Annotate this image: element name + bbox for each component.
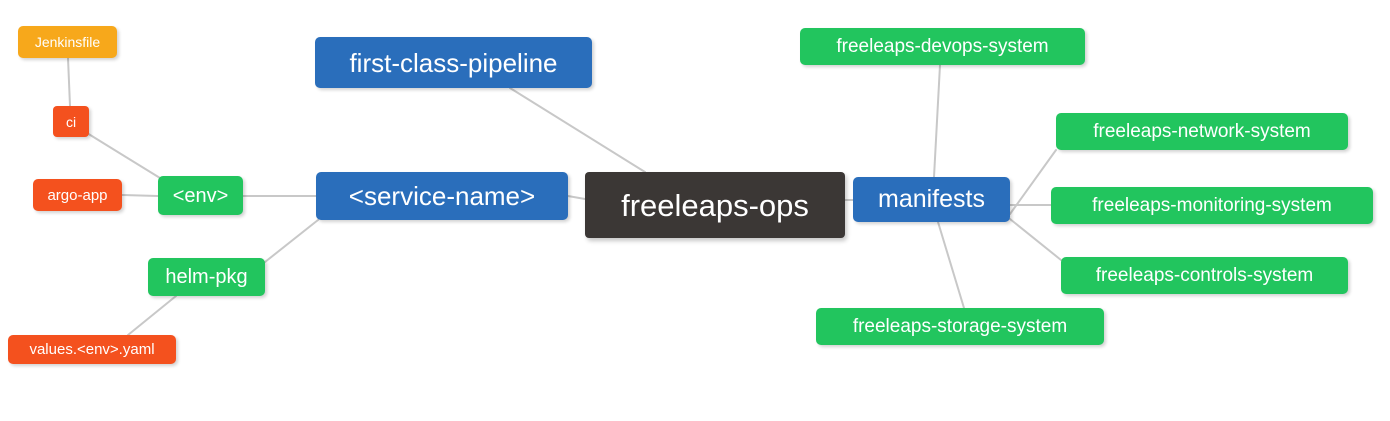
node-freeleaps-network-system[interactable]: freeleaps-network-system [1056,113,1348,150]
node-label: freeleaps-storage-system [852,316,1068,337]
node-label: manifests [878,185,985,213]
edge-helm-pkg-to-values-yaml [127,295,177,336]
node-freeleaps-controls-system[interactable]: freeleaps-controls-system [1061,257,1348,294]
node-argo-app[interactable]: argo-app [33,179,122,211]
node-service-name[interactable]: <service-name> [316,172,568,220]
edge-freeleaps-devops-system-to-manifests [933,64,941,178]
node-label: argo-app [47,186,108,204]
node-label: freeleaps-monitoring-system [1092,195,1332,216]
edge-manifests-to-freeleaps-storage-system [937,221,965,309]
node-freeleaps-ops[interactable]: freeleaps-ops [585,172,845,238]
edge-manifests-to-freeleaps-controls-system [1009,218,1062,261]
node-jenkinsfile[interactable]: Jenkinsfile [18,26,117,58]
node-freeleaps-devops-system[interactable]: freeleaps-devops-system [800,28,1085,65]
node-label: first-class-pipeline [349,47,558,78]
edge-manifests-to-freeleaps-network-system [1009,149,1057,215]
node-label: values.<env>.yaml [29,341,155,358]
edge-ci-to-env [86,132,161,179]
node-label: freeleaps-controls-system [1095,265,1314,286]
node-label: <env> [172,184,229,207]
node-manifests[interactable]: manifests [853,177,1010,222]
edge-first-class-pipeline-to-freeleaps-ops [509,87,646,173]
node-values-yaml[interactable]: values.<env>.yaml [8,335,176,364]
node-label: freeleaps-ops [621,187,809,223]
node-label: <service-name> [348,181,536,211]
node-label: freeleaps-network-system [1093,121,1311,142]
node-freeleaps-monitoring-system[interactable]: freeleaps-monitoring-system [1051,187,1373,224]
node-helm-pkg[interactable]: helm-pkg [148,258,265,296]
node-env[interactable]: <env> [158,176,243,215]
node-label: Jenkinsfile [34,34,101,50]
node-label: ci [65,113,77,130]
node-first-class-pipeline[interactable]: first-class-pipeline [315,37,592,88]
edge-service-name-to-helm-pkg [264,219,319,263]
edge-service-name-to-freeleaps-ops [567,195,586,200]
node-label: freeleaps-devops-system [836,36,1049,57]
node-label: helm-pkg [165,266,248,288]
node-ci[interactable]: ci [53,106,89,137]
node-freeleaps-storage-system[interactable]: freeleaps-storage-system [816,308,1104,345]
edge-argo-app-to-env [121,194,159,197]
edge-jenkinsfile-to-ci [67,57,71,107]
